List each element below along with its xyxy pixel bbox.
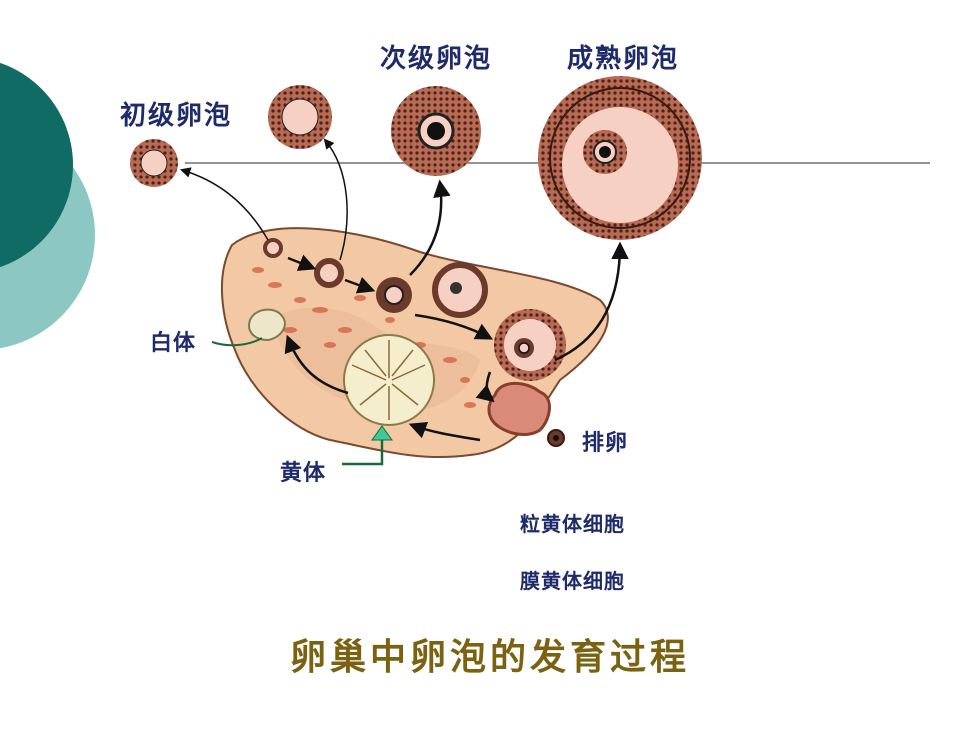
label-secondary-follicle: 次级卵泡 [380,44,493,74]
mature-follicle-theca [549,87,691,229]
ovulated-oocyte-center [553,435,559,441]
ovary-follicles [248,238,566,447]
label-mature-follicle: 成熟卵泡 [567,44,680,74]
corpus-albicans [248,308,286,342]
follicle-secondary-in-ovary-inner [384,285,404,305]
label-primary-follicle: 初级卵泡 [120,101,233,131]
outward-arrows [179,138,629,362]
internal-cycle-arrows [284,254,495,442]
label-granulosa-lutein-cells: 粒黄体细胞 [520,512,625,536]
primary-follicle-inner [281,98,319,136]
ruptured-follicle [487,381,551,436]
follicle-vesicular-oocyte [450,282,462,294]
corpus-luteum [343,334,435,426]
primary-follicle-small-inner [140,149,168,177]
luteum-pointer-head [371,425,393,441]
arrow-to-mature [554,241,629,362]
albicans-pointer [211,337,263,347]
label-theca-lutein-cells: 膜黄体细胞 [520,569,625,593]
arrow-to-secondary [409,179,451,276]
corpus-luteum-folds [351,340,426,420]
secondary-follicle-oocyte [427,122,445,140]
slide-decoration [0,62,95,349]
luteum-pointer [342,437,384,466]
mature-follicle-oocyte [599,146,611,158]
arrow-to-primary-small [179,167,269,241]
follicle-mature-oocyte [518,342,530,354]
label-corpus-luteum: 黄体 [280,460,327,486]
ovary-vessels [252,267,476,408]
diagram-caption: 卵巢中卵泡的发育过程 [290,636,691,678]
top-follicles [130,76,702,240]
follicle-primordial [263,238,283,258]
follicle-primary-in-ovary [314,258,344,288]
label-ovulation: 排卵 [582,430,629,456]
arrow-to-primary [323,138,348,261]
label-corpus-albicans: 白体 [150,330,197,356]
decor-circle-dark [0,62,73,268]
